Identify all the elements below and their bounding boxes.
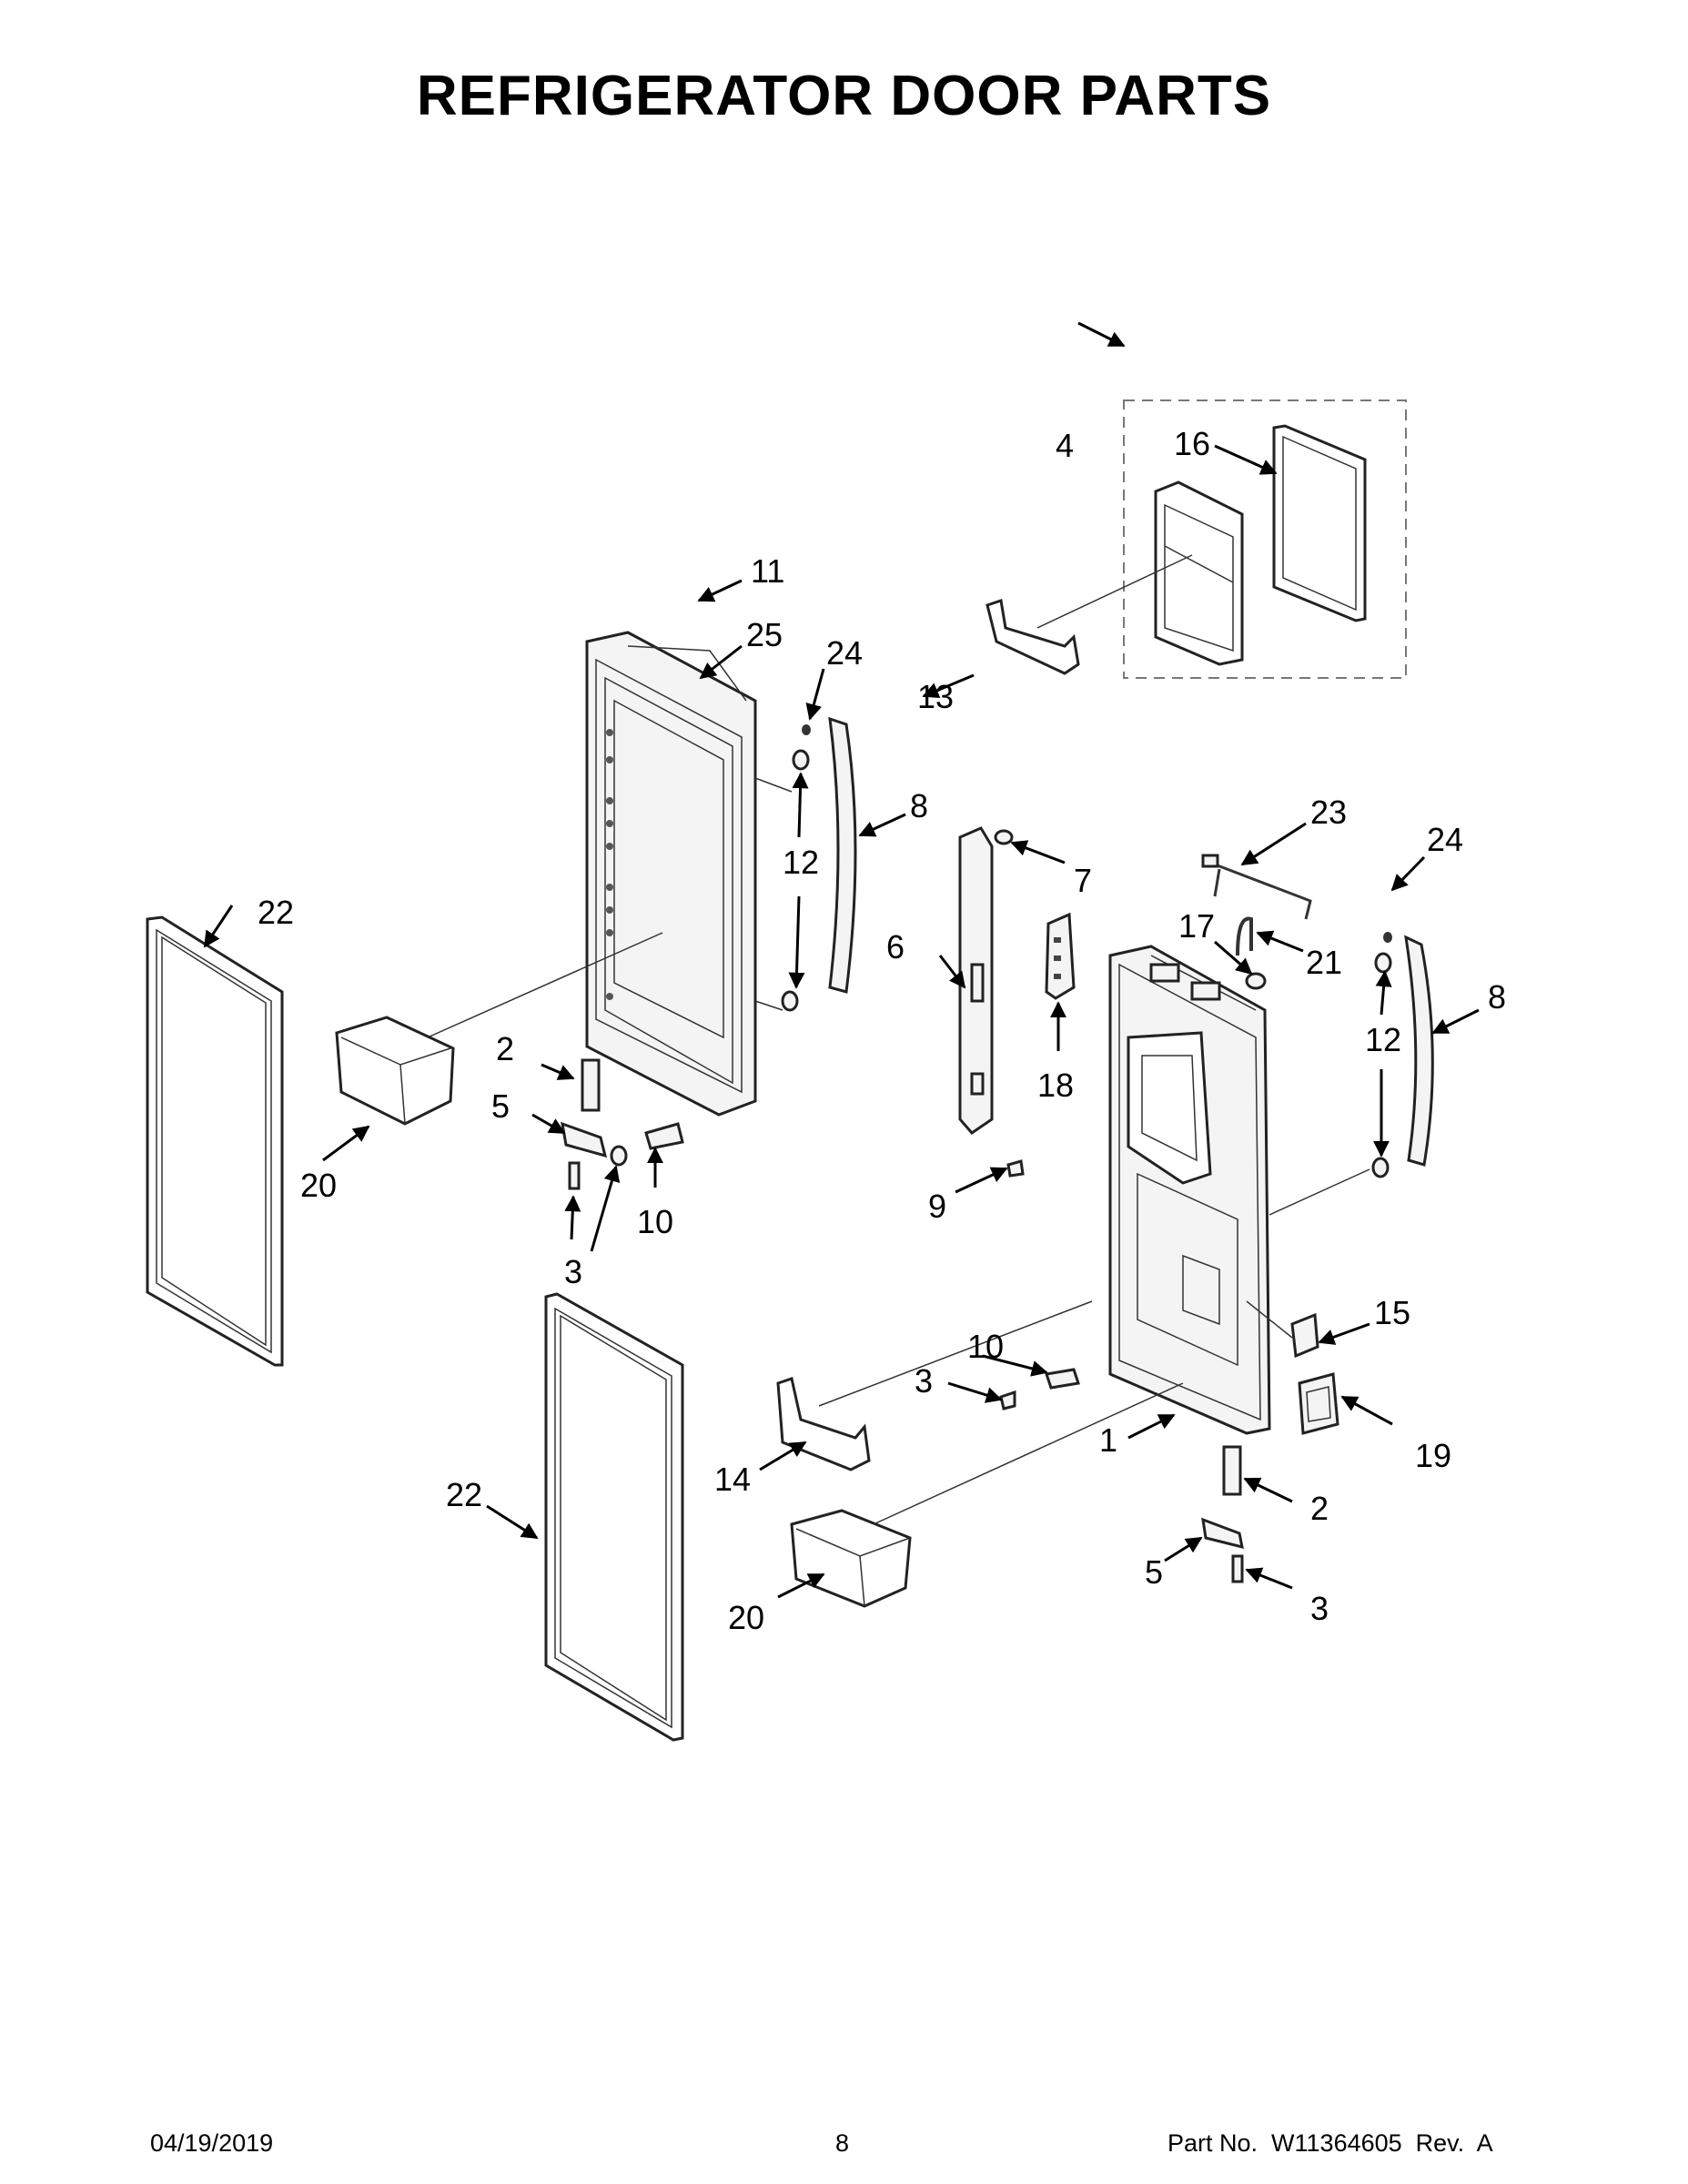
callout-4: 4 (1056, 427, 1074, 464)
small-door-bin (986, 599, 1080, 675)
part-17 (1245, 972, 1267, 990)
callout-3c: 3 (1310, 1590, 1329, 1627)
callout-16: 16 (1174, 425, 1210, 462)
right-door-handle (1404, 935, 1434, 1167)
callout-6: 6 (886, 928, 905, 966)
callout-labels: 4 16 11 25 24 13 8 12 22 7 6 23 24 17 21… (258, 425, 1506, 1636)
right-hinge-parts (1201, 1445, 1244, 1583)
callout-15: 15 (1374, 1294, 1410, 1331)
callout-5a: 5 (491, 1087, 510, 1125)
callout-24a: 24 (826, 634, 863, 672)
module-cover-panel (1272, 424, 1367, 622)
callout-20a: 20 (300, 1167, 337, 1204)
center-small-parts (999, 1368, 1080, 1410)
wire-harness (1201, 854, 1312, 920)
part-15 (1290, 1312, 1319, 1359)
part-19 (1298, 1372, 1339, 1435)
module-frame (1154, 480, 1244, 666)
callout-2b: 2 (1310, 1490, 1329, 1527)
callout-14: 14 (714, 1461, 751, 1498)
callout-1: 1 (1099, 1421, 1117, 1459)
left-door-liner (585, 631, 757, 1117)
right-door-bin-20 (790, 1509, 912, 1608)
footer-part-number: Part No. W11364605 Rev. A (1167, 2129, 1493, 2157)
control-board (1045, 912, 1076, 1000)
page-title: REFRIGERATOR DOOR PARTS (416, 65, 1272, 127)
leader-arrows (203, 321, 1480, 1599)
callout-12a: 12 (783, 844, 819, 881)
callout-8a: 8 (910, 787, 928, 824)
right-door-with-dispenser (1108, 945, 1271, 1435)
callout-5b: 5 (1145, 1553, 1163, 1591)
door-channel (958, 826, 994, 1135)
callout-13: 13 (917, 678, 954, 715)
left-door-bin (335, 1016, 455, 1126)
callout-22b: 22 (446, 1476, 482, 1513)
callout-10a: 10 (637, 1203, 673, 1240)
footer-date: 04/19/2019 (150, 2129, 274, 2157)
callout-11: 11 (751, 552, 784, 590)
left-door-gasket-upper (146, 915, 284, 1367)
callout-7: 7 (1074, 862, 1092, 899)
small-clip-9 (1006, 1159, 1025, 1178)
callout-22a: 22 (258, 894, 294, 931)
callout-3a: 3 (564, 1253, 582, 1290)
small-screw-7 (994, 829, 1014, 845)
callout-19: 19 (1415, 1437, 1451, 1474)
callout-18: 18 (1037, 1067, 1074, 1104)
footer-page-number: 8 (835, 2129, 850, 2157)
module-assembly-box (1123, 399, 1407, 679)
left-door-gasket-lower (544, 1292, 684, 1742)
callout-21: 21 (1306, 944, 1342, 981)
left-door-handle (828, 716, 857, 994)
left-hinge-parts (561, 1058, 684, 1190)
callout-10b: 10 (967, 1328, 1004, 1365)
water-tube (1236, 916, 1253, 956)
callout-8b: 8 (1488, 978, 1506, 1016)
callout-25: 25 (746, 616, 783, 653)
callout-17: 17 (1178, 907, 1215, 945)
callout-24b: 24 (1427, 821, 1463, 858)
callout-3b: 3 (915, 1362, 933, 1400)
handle-mount-screws-left (781, 724, 811, 1012)
callout-12b: 12 (1365, 1021, 1401, 1058)
callout-23: 23 (1310, 794, 1347, 831)
callout-9: 9 (928, 1188, 946, 1225)
callout-20b: 20 (728, 1599, 764, 1636)
callout-2a: 2 (496, 1030, 514, 1067)
